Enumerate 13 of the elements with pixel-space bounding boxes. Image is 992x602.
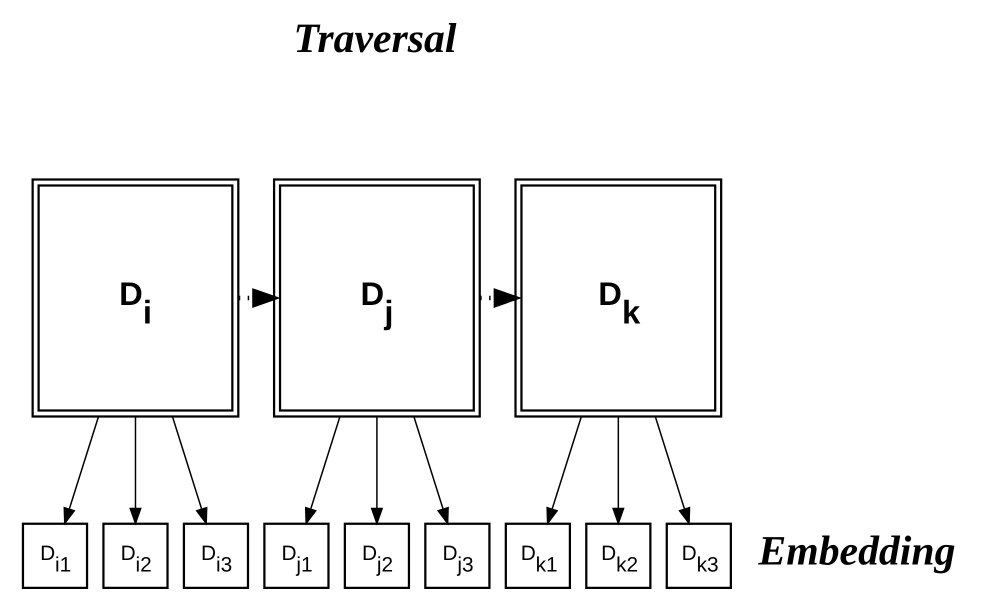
label: Embedding	[758, 528, 955, 575]
arrow	[63, 417, 98, 526]
arrow	[654, 417, 690, 526]
arrow	[238, 288, 280, 308]
arrow	[171, 417, 207, 526]
arrow	[546, 417, 582, 526]
arrow	[304, 417, 340, 526]
arrow	[480, 288, 522, 308]
arrow	[128, 417, 142, 526]
label: Traversal	[292, 16, 456, 62]
arrow	[612, 417, 624, 526]
arrow	[412, 417, 448, 526]
arrow	[370, 417, 383, 526]
